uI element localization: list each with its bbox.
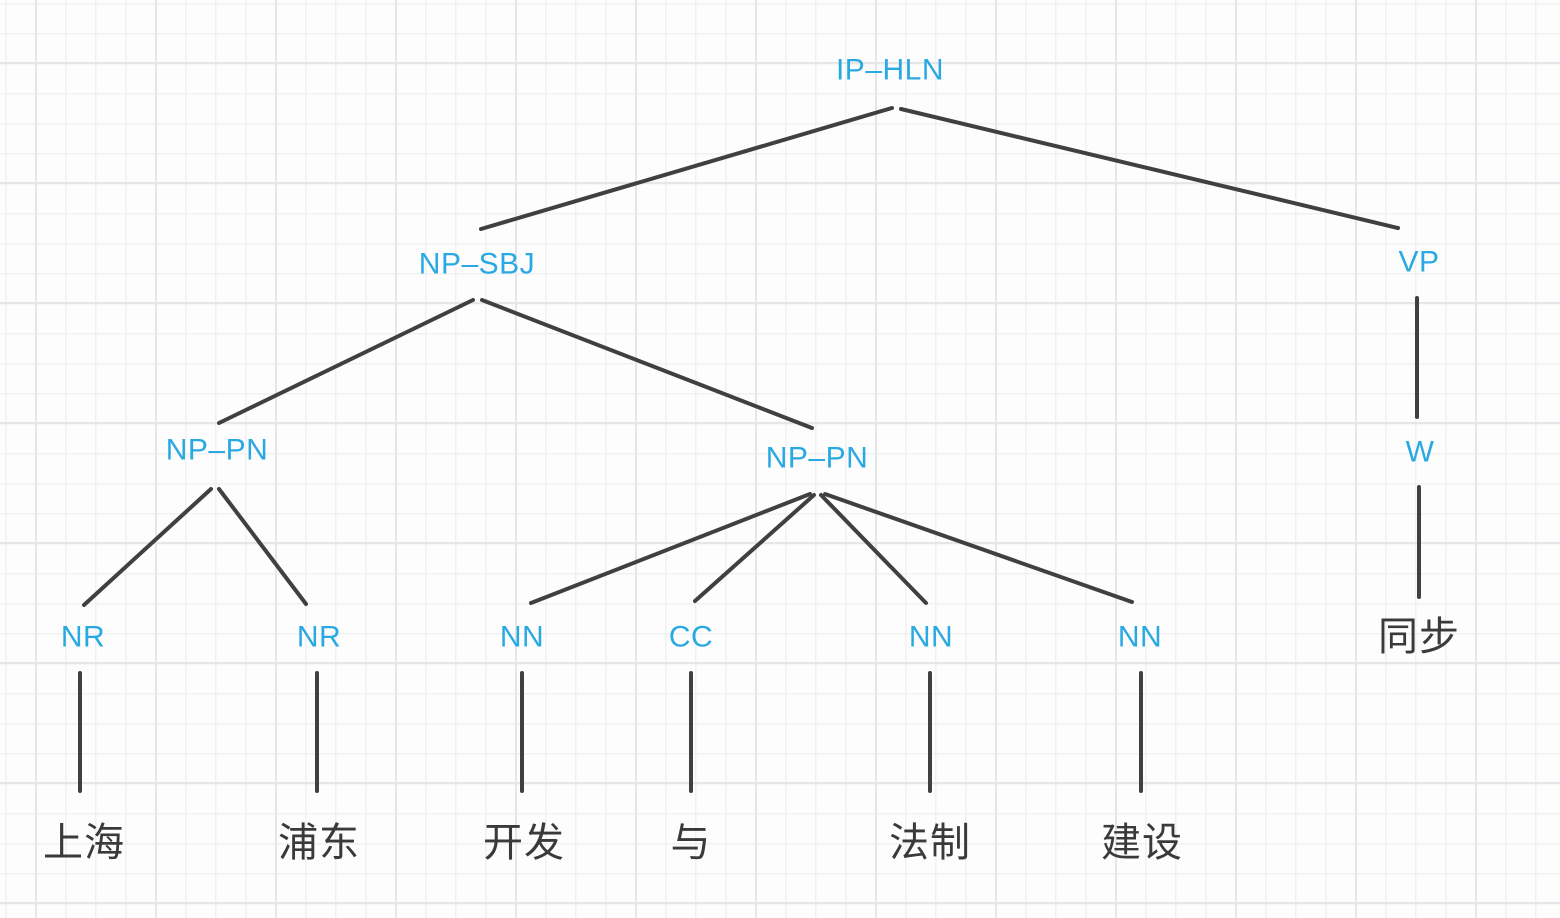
edge-ip-hln-to-np-sbj (479, 106, 894, 231)
tree-leaf-tongbu[interactable]: 同步 (1378, 615, 1460, 659)
edge-np-pn-right-to-nn-2 (819, 493, 928, 605)
tree-node-ip-hln[interactable]: IP–HLN (835, 53, 945, 87)
edge-np-pn-left-to-nr-1 (82, 487, 213, 607)
edge-np-pn-left-to-nr-2 (217, 487, 308, 606)
edge-np-sbj-to-np-pn-left (217, 298, 475, 425)
tree-node-np-pn-right[interactable]: NP–PN (765, 441, 869, 475)
tree-node-w[interactable]: W (1405, 435, 1435, 469)
tree-node-np-pn-left[interactable]: NP–PN (165, 433, 269, 467)
edge-np-pn-right-to-cc-1 (693, 493, 816, 603)
edge-np-sbj-to-np-pn-right (480, 298, 814, 430)
tree-leaf-yu[interactable]: 与 (670, 821, 712, 865)
tree-node-np-sbj[interactable]: NP–SBJ (418, 247, 536, 281)
tree-node-nn-1[interactable]: NN (499, 620, 545, 654)
tree-node-nr-2[interactable]: NR (296, 620, 342, 654)
tree-leaf-jianshe[interactable]: 建设 (1101, 821, 1183, 865)
tree-node-vp[interactable]: VP (1398, 245, 1440, 279)
tree-leaf-kaifa[interactable]: 开发 (483, 821, 565, 865)
edge-np-pn-right-to-nn-3 (823, 492, 1134, 604)
tree-leaf-pudong[interactable]: 浦东 (278, 821, 360, 865)
tree-leaf-shanghai[interactable]: 上海 (43, 821, 125, 865)
tree-node-nr-1[interactable]: NR (60, 620, 106, 654)
edge-ip-hln-to-vp (899, 107, 1400, 230)
edge-np-pn-right-to-nn-1 (529, 492, 812, 605)
tree-node-nn-2[interactable]: NN (908, 620, 954, 654)
tree-leaf-fazhi[interactable]: 法制 (889, 821, 971, 865)
tree-node-nn-3[interactable]: NN (1117, 620, 1163, 654)
tree-node-cc-1[interactable]: CC (668, 620, 714, 654)
